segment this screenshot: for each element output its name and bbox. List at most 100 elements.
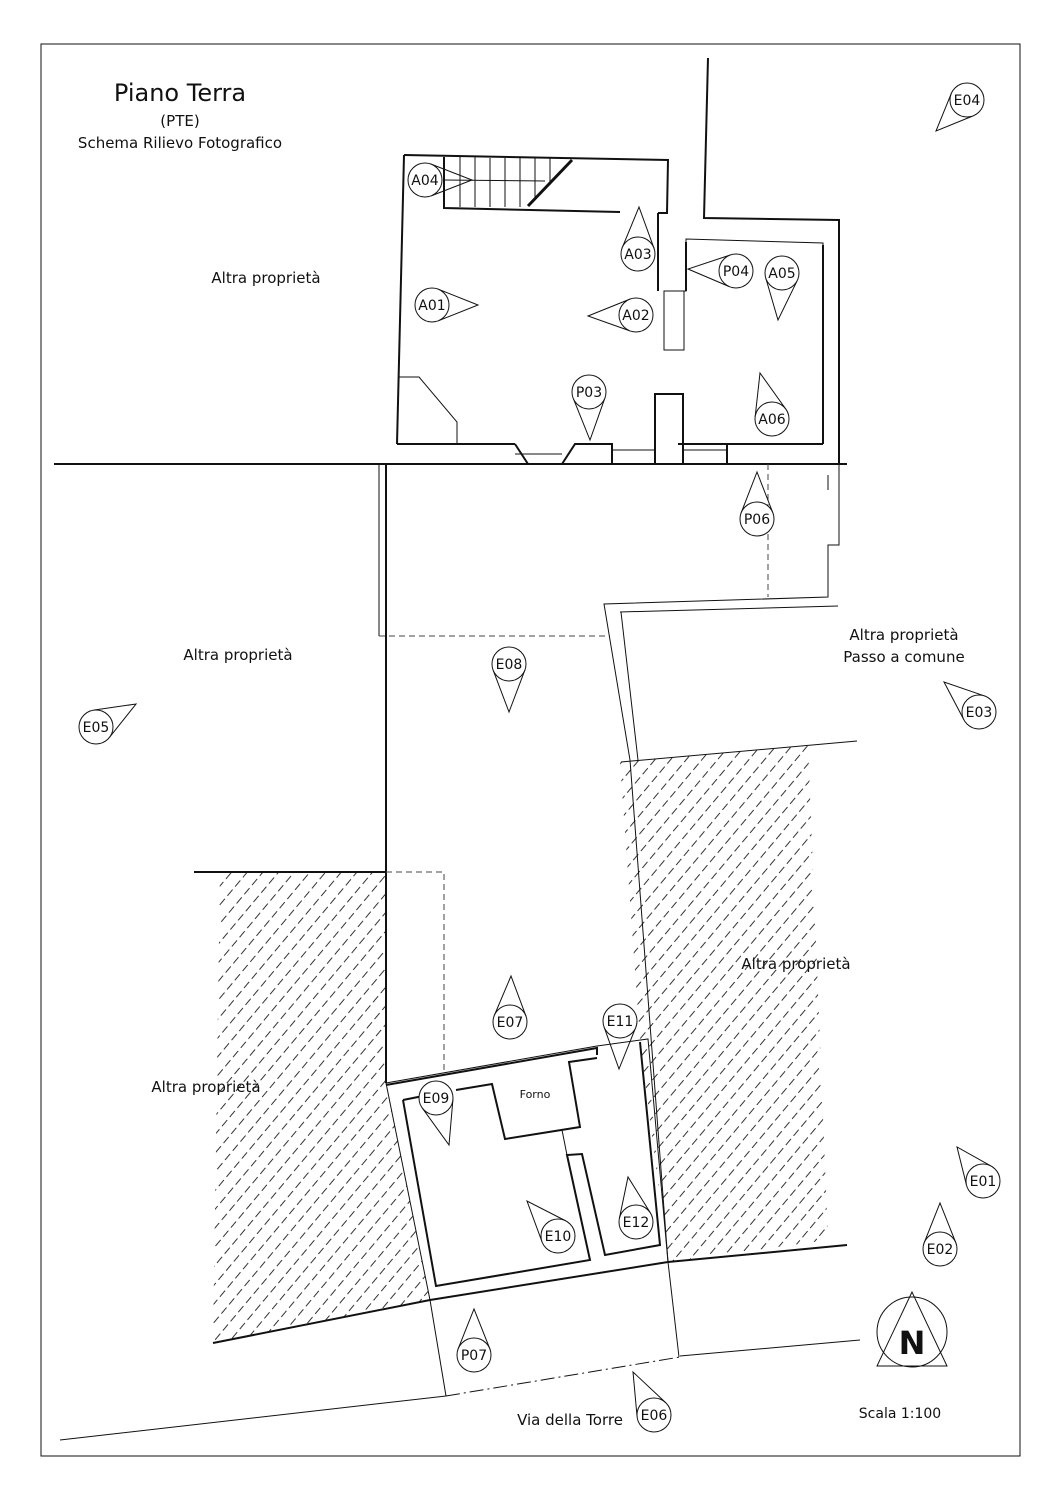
marker-circle xyxy=(414,287,450,323)
view-direction-icon xyxy=(740,470,774,514)
plan-title: Piano Terra xyxy=(114,79,246,107)
marker-circle xyxy=(602,1003,638,1039)
marker-label: P03 xyxy=(576,385,602,401)
plan-subtitle: Schema Rilievo Fotografico xyxy=(78,134,282,152)
marker-circle xyxy=(492,1004,528,1040)
photo-marker-e03: E03 xyxy=(942,681,997,730)
marker-circle xyxy=(620,236,656,272)
photo-marker-a06: A06 xyxy=(754,371,790,437)
marker-label: E12 xyxy=(623,1215,650,1231)
photo-marker-e07: E07 xyxy=(492,974,528,1040)
marker-label: E08 xyxy=(496,657,523,673)
north-label: N xyxy=(899,1324,926,1362)
sheet-border xyxy=(40,43,1021,1457)
view-direction-icon xyxy=(923,1201,957,1243)
marker-label: P06 xyxy=(744,512,770,528)
photo-marker-a02: A02 xyxy=(586,297,654,333)
label-altra-w: Altra proprietà xyxy=(183,646,292,664)
view-direction-icon xyxy=(438,288,480,322)
marker-circle xyxy=(618,297,654,333)
marker-label: E04 xyxy=(954,93,981,109)
view-direction-icon xyxy=(493,974,527,1017)
property-lines xyxy=(54,57,861,1441)
marker-label: A02 xyxy=(622,308,649,324)
photo-marker-a05: A05 xyxy=(764,255,800,322)
hatched-area-west xyxy=(213,872,430,1343)
marker-circle xyxy=(764,255,800,291)
photo-marker-p04: P04 xyxy=(686,253,754,289)
view-direction-icon xyxy=(935,93,974,132)
label-altra-e: Altra proprietà xyxy=(849,626,958,644)
marker-circle xyxy=(407,162,443,198)
photo-marker-e08: E08 xyxy=(491,646,527,714)
marker-label: P07 xyxy=(461,1348,487,1364)
photo-marker-a01: A01 xyxy=(414,287,480,323)
marker-circle xyxy=(540,1218,576,1254)
view-direction-icon xyxy=(586,298,631,332)
marker-label: E06 xyxy=(641,1408,668,1424)
marker-label: E02 xyxy=(927,1242,954,1258)
label-altra-sw: Altra proprietà xyxy=(151,1078,260,1096)
photo-marker-e02: E02 xyxy=(922,1201,958,1267)
photo-marker-e12: E12 xyxy=(618,1175,654,1240)
view-direction-icon xyxy=(93,703,138,738)
view-direction-icon xyxy=(603,1026,637,1071)
photo-marker-e09: E09 xyxy=(418,1080,454,1147)
building-north xyxy=(396,154,824,465)
marker-circle xyxy=(961,694,997,730)
photo-marker-a03: A03 xyxy=(620,205,656,272)
marker-label: E03 xyxy=(966,705,993,721)
photo-marker-p07: P07 xyxy=(456,1307,492,1373)
marker-circle xyxy=(718,253,754,289)
photo-marker-e04: E04 xyxy=(935,82,985,132)
marker-circle xyxy=(418,1080,454,1116)
photo-marker-e11: E11 xyxy=(602,1003,638,1071)
building-south xyxy=(385,1038,669,1301)
view-direction-icon xyxy=(621,205,655,249)
label-altra-nw: Altra proprietà xyxy=(211,269,320,287)
view-direction-icon xyxy=(457,1307,491,1349)
marker-circle xyxy=(636,1397,672,1433)
view-direction-icon xyxy=(956,1145,992,1186)
marker-circle xyxy=(965,1163,1001,1199)
photo-marker-p06: P06 xyxy=(739,470,775,537)
hatched-area-east xyxy=(620,746,828,1262)
label-passo-comune: Passo a comune xyxy=(843,648,964,666)
view-direction-icon xyxy=(754,371,787,418)
marker-label: A03 xyxy=(624,247,651,263)
photo-markers: A01A02A03A04A05A06P03P04P06P07E01E02E03E… xyxy=(78,82,1001,1433)
view-direction-icon xyxy=(430,163,474,197)
marker-circle xyxy=(922,1231,958,1267)
marker-circle xyxy=(456,1337,492,1373)
view-direction-icon xyxy=(492,669,526,714)
view-direction-icon xyxy=(572,397,606,442)
view-direction-icon xyxy=(618,1175,651,1219)
marker-circle xyxy=(618,1204,654,1240)
marker-label: A01 xyxy=(418,298,445,314)
photo-marker-e10: E10 xyxy=(526,1199,576,1254)
marker-circle xyxy=(949,82,985,118)
marker-label: E05 xyxy=(83,720,110,736)
street-name: Via della Torre xyxy=(517,1411,623,1429)
photo-marker-e06: E06 xyxy=(632,1370,672,1433)
marker-circle xyxy=(491,646,527,682)
plan-code: (PTE) xyxy=(160,112,199,130)
photo-marker-p03: P03 xyxy=(571,374,607,442)
view-direction-icon xyxy=(421,1099,454,1147)
photo-marker-e05: E05 xyxy=(78,703,138,745)
marker-label: P04 xyxy=(723,264,749,280)
marker-circle xyxy=(739,501,775,537)
scale-label: Scala 1:100 xyxy=(859,1406,941,1422)
marker-label: E09 xyxy=(423,1091,450,1107)
view-direction-icon xyxy=(765,277,798,322)
view-direction-icon xyxy=(632,1370,666,1417)
label-altra-se: Altra proprietà xyxy=(741,955,850,973)
label-forno: Forno xyxy=(520,1088,551,1101)
view-direction-icon xyxy=(686,254,731,288)
marker-label: E10 xyxy=(545,1229,572,1245)
marker-label: E01 xyxy=(970,1174,997,1190)
marker-label: E11 xyxy=(607,1014,634,1030)
north-arrow-icon: N xyxy=(876,1290,948,1368)
photo-marker-e01: E01 xyxy=(956,1145,1001,1199)
